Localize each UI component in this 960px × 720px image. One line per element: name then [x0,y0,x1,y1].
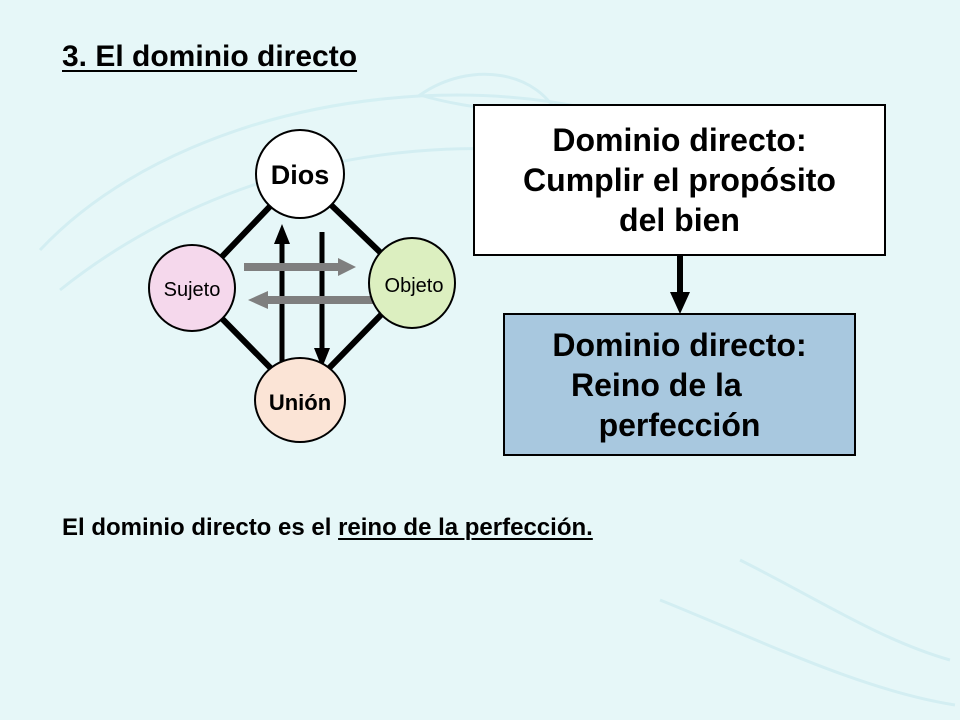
node-union-label: Unión [269,390,331,415]
arrow-right-gray [244,258,356,276]
box-top-line3: del bien [619,202,740,238]
node-objeto-label: Objeto [385,275,444,297]
arrow-left-gray [248,291,374,309]
arrow-down [314,232,330,368]
box-bottom-line3: perfección [598,406,761,443]
node-dios: Dios [255,129,345,219]
node-union: Unión [254,357,346,443]
box-bottom-line1: Dominio directo: [552,326,807,363]
footer-text-plain: El dominio directo es el [62,514,339,541]
box-reino-perfeccion: Dominio directo: Reino de la perfección [503,313,856,456]
footer-statement: El dominio directo es el reino de la per… [62,514,593,542]
node-dios-label: Dios [271,160,330,190]
arrow-box-to-box [670,256,690,314]
box-top-line2: Cumplir el propósito [523,162,836,198]
node-sujeto-label: Sujeto [164,279,221,301]
page-title: 3. El dominio directo [62,40,358,73]
box-cumplir-proposito: Dominio directo: Cumplir el propósito de… [473,104,886,256]
box-bottom-line2: Reino de la [571,366,742,403]
box-top-line1: Dominio directo: [552,122,807,158]
footer-text-underlined: reino de la perfección. [338,514,593,541]
node-objeto: Objeto [368,237,456,329]
node-sujeto: Sujeto [148,244,236,332]
